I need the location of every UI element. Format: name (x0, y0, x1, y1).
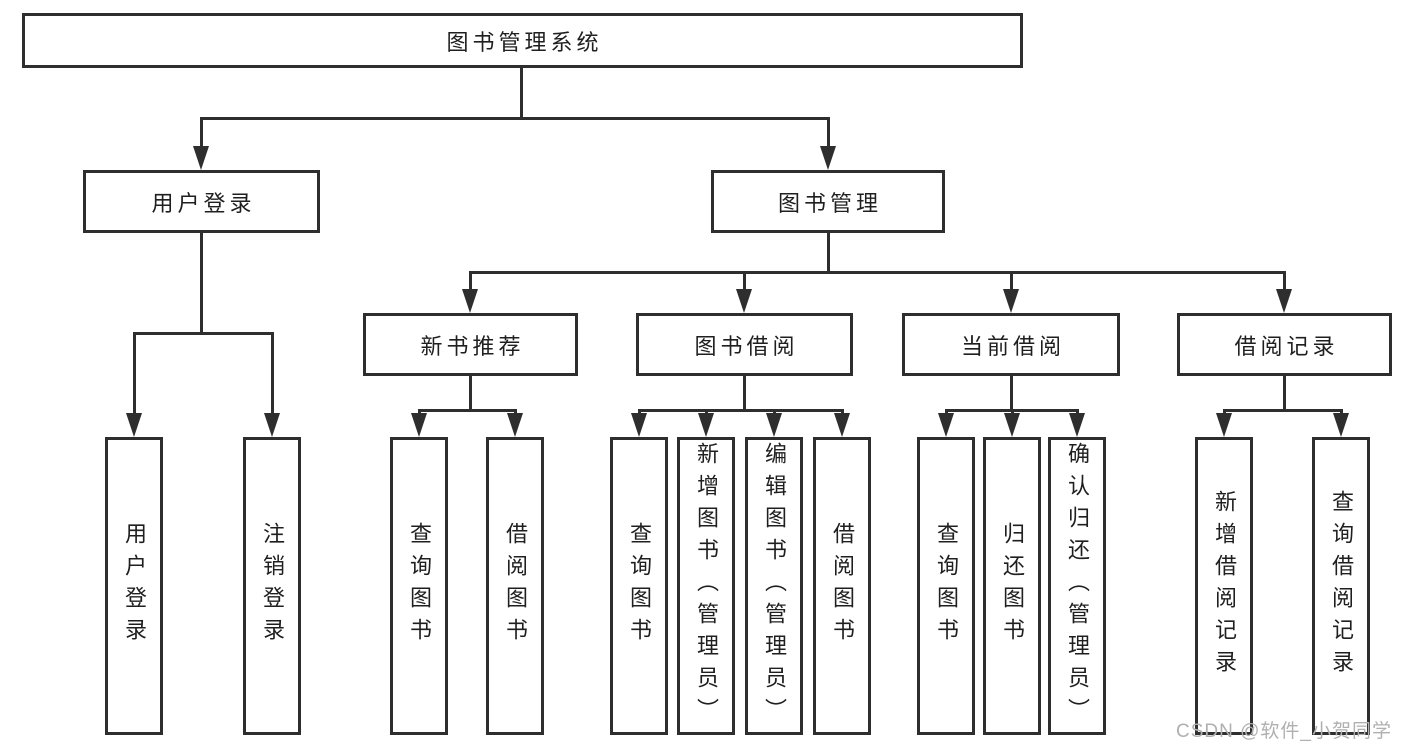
arrow-down-icon (736, 289, 752, 313)
arrow-down-icon (1216, 413, 1232, 437)
leaf-label: 借阅图书 (503, 522, 528, 650)
connector-line (827, 117, 830, 147)
arrow-down-icon (126, 413, 142, 437)
arrow-down-icon (766, 413, 782, 437)
leaf-return-book: 归还图书 (983, 437, 1041, 735)
connector-root-hline (200, 117, 830, 120)
leaf-user-login: 用户登录 (105, 437, 163, 735)
node-label: 借阅记录 (1234, 333, 1339, 359)
connector-line (1283, 271, 1286, 291)
arrow-down-icon (834, 413, 850, 437)
connector-hline (638, 409, 844, 412)
leaf-logout: 注销登录 (243, 437, 301, 735)
leaf-query-books-recommend: 查询图书 (390, 437, 448, 735)
csdn-watermark: CSDN @软件_小贺同学 (1176, 721, 1392, 742)
connector-user-login-hline (133, 332, 274, 335)
connector-root-stub (520, 67, 523, 119)
leaf-label: 归还图书 (1000, 522, 1025, 650)
arrow-down-icon (193, 146, 209, 170)
connector-user-login-stub (200, 233, 203, 335)
node-new-book-recommend: 新书推荐 (363, 313, 578, 376)
node-user-login: 用户登录 (83, 170, 320, 233)
node-label: 图书管理系统 (446, 29, 603, 55)
arrow-down-icon (820, 146, 836, 170)
connector-line (469, 271, 472, 291)
node-book-management: 图书管理 (711, 170, 945, 233)
leaf-label: 用户登录 (122, 522, 147, 650)
arrow-down-icon (938, 413, 954, 437)
node-library-management-system: 图书管理系统 (22, 13, 1023, 68)
arrow-down-icon (1003, 289, 1019, 313)
node-label: 当前借阅 (960, 333, 1065, 359)
leaf-label: 新增借阅记录 (1212, 490, 1237, 682)
leaf-borrow-books-borrowing: 借阅图书 (813, 437, 871, 735)
connector-line (1010, 376, 1013, 412)
leaf-label: 编辑图书（管理员） (762, 442, 787, 730)
arrow-down-icon (631, 413, 647, 437)
connector-line (743, 271, 746, 291)
leaf-query-books-borrowing: 查询图书 (610, 437, 668, 735)
connector-line (1010, 271, 1013, 291)
arrow-down-icon (264, 413, 280, 437)
leaf-label: 确认归还（管理员） (1065, 442, 1090, 730)
connector-line (1283, 376, 1286, 412)
leaf-label: 新增图书（管理员） (694, 442, 719, 730)
leaf-label: 借阅图书 (830, 522, 855, 650)
leaf-label: 查询借阅记录 (1329, 490, 1354, 682)
node-label: 图书管理 (777, 190, 882, 216)
leaf-query-borrow-record: 查询借阅记录 (1312, 437, 1370, 735)
connector-hline (418, 409, 517, 412)
connector-line (271, 332, 274, 413)
leaf-query-books-current: 查询图书 (917, 437, 975, 735)
connector-book-mgmt-hline (469, 271, 1286, 274)
arrow-down-icon (1004, 413, 1020, 437)
arrow-down-icon (698, 413, 714, 437)
node-book-borrowing: 图书借阅 (636, 313, 853, 376)
arrow-down-icon (462, 289, 478, 313)
node-current-borrowing: 当前借阅 (902, 313, 1120, 376)
arrow-down-icon (1069, 413, 1085, 437)
connector-line (133, 332, 136, 413)
leaf-label: 查询图书 (627, 522, 652, 650)
leaf-add-book-admin: 新增图书（管理员） (677, 437, 735, 735)
connector-book-mgmt-stub (827, 233, 830, 274)
node-label: 用户登录 (151, 190, 256, 216)
leaf-label: 注销登录 (260, 522, 285, 650)
node-label: 新书推荐 (420, 333, 525, 359)
node-label: 图书借阅 (694, 333, 799, 359)
leaf-confirm-return-admin: 确认归还（管理员） (1048, 437, 1106, 735)
arrow-down-icon (507, 413, 523, 437)
leaf-label: 查询图书 (934, 522, 959, 650)
arrow-down-icon (1276, 289, 1292, 313)
connector-line (469, 376, 472, 412)
leaf-borrow-books-recommend: 借阅图书 (486, 437, 544, 735)
leaf-add-borrow-record: 新增借阅记录 (1195, 437, 1253, 735)
node-borrowing-records: 借阅记录 (1177, 313, 1392, 376)
connector-line (743, 376, 746, 412)
connector-line (200, 117, 203, 147)
arrow-down-icon (411, 413, 427, 437)
connector-hline (1223, 409, 1343, 412)
arrow-down-icon (1333, 413, 1349, 437)
leaf-edit-book-admin: 编辑图书（管理员） (745, 437, 803, 735)
leaf-label: 查询图书 (407, 522, 432, 650)
